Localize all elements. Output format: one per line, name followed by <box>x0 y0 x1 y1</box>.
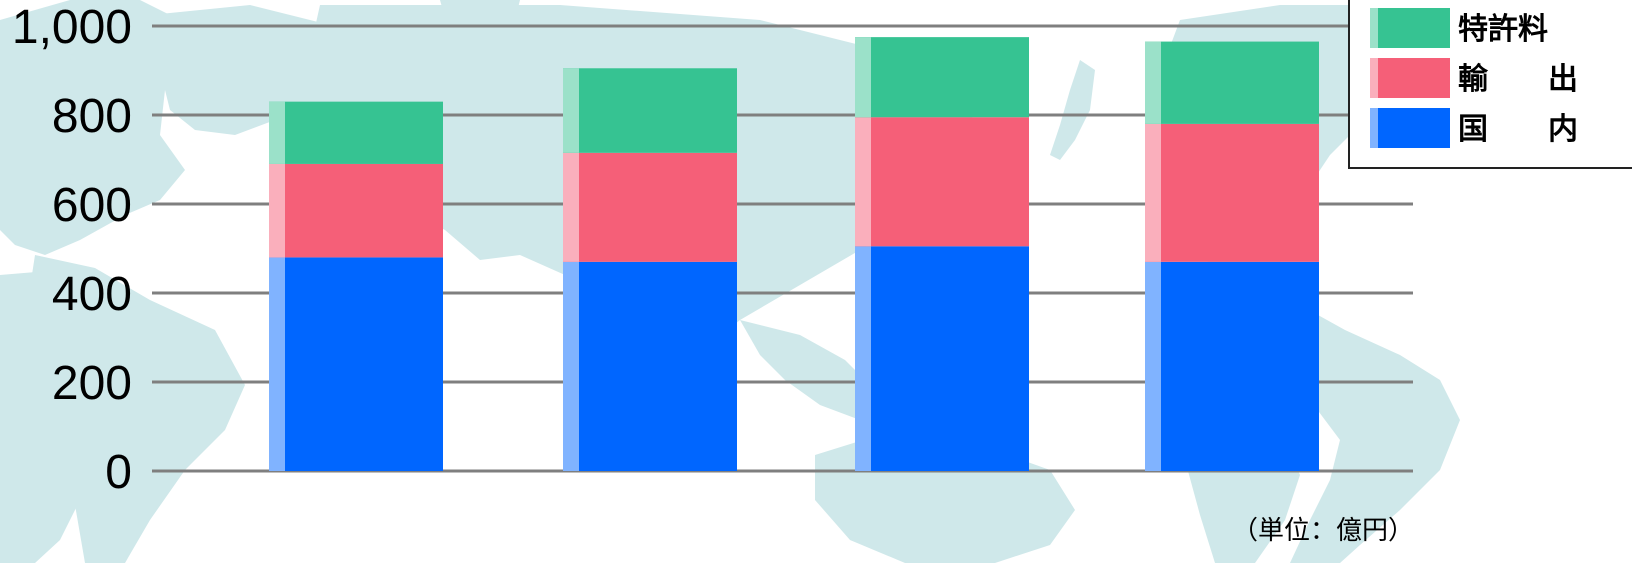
y-tick-label: 600 <box>52 179 132 232</box>
y-tick-label: 1,000 <box>12 1 132 54</box>
map-africa <box>0 270 130 563</box>
bar-segment <box>563 152 737 262</box>
map-north-america <box>0 0 205 255</box>
legend-swatch-edge <box>1370 58 1378 98</box>
bar-segment <box>563 261 737 471</box>
legend-swatch <box>1370 108 1450 148</box>
legend-swatch-edge <box>1370 8 1378 48</box>
bar-segment-edge <box>269 163 285 258</box>
legend-swatch-edge <box>1370 108 1378 148</box>
bar-segment <box>269 163 443 258</box>
y-axis-tick-labels: 0 200 400 600 800 1,000 <box>12 1 132 499</box>
y-tick-label: 0 <box>105 446 132 499</box>
legend-label: 国 内 <box>1458 112 1578 147</box>
legend-swatch <box>1370 8 1450 48</box>
bar-segment <box>1145 41 1319 124</box>
bar-segment-edge <box>855 37 871 118</box>
map-japan <box>1050 60 1095 160</box>
bar-segment-edge <box>563 152 579 262</box>
bar-stack <box>855 37 1029 471</box>
map-southeast-asia <box>740 320 880 420</box>
bar-segment <box>269 257 443 471</box>
bar-segment-edge <box>269 257 285 471</box>
bar-stacks <box>269 37 1319 471</box>
unit-label: （単位：億円） <box>1232 516 1414 546</box>
y-tick-label: 400 <box>52 268 132 321</box>
bar-segment-edge <box>855 246 871 471</box>
bar-segment <box>563 68 737 153</box>
y-tick-label: 800 <box>52 90 132 143</box>
bar-segment-edge <box>269 101 285 164</box>
bar-segment-edge <box>1145 123 1161 262</box>
bar-segment-edge <box>563 68 579 153</box>
bar-segment <box>855 117 1029 247</box>
bar-segment-edge <box>563 261 579 471</box>
bar-segment <box>855 37 1029 118</box>
legend-label: 輸 出 <box>1458 62 1578 97</box>
bar-segment-edge <box>855 117 871 247</box>
y-tick-label: 200 <box>52 357 132 410</box>
bar-stack <box>563 68 737 471</box>
bar-segment <box>1145 261 1319 471</box>
bar-segment <box>855 246 1029 471</box>
bar-segment <box>269 101 443 164</box>
bar-segment <box>1145 123 1319 262</box>
bar-segment-edge <box>1145 41 1161 124</box>
bar-stack <box>269 101 443 471</box>
legend-swatch <box>1370 58 1450 98</box>
bar-stack <box>1145 41 1319 471</box>
bar-segment-edge <box>1145 261 1161 471</box>
legend-label: 特許料 <box>1458 12 1548 47</box>
